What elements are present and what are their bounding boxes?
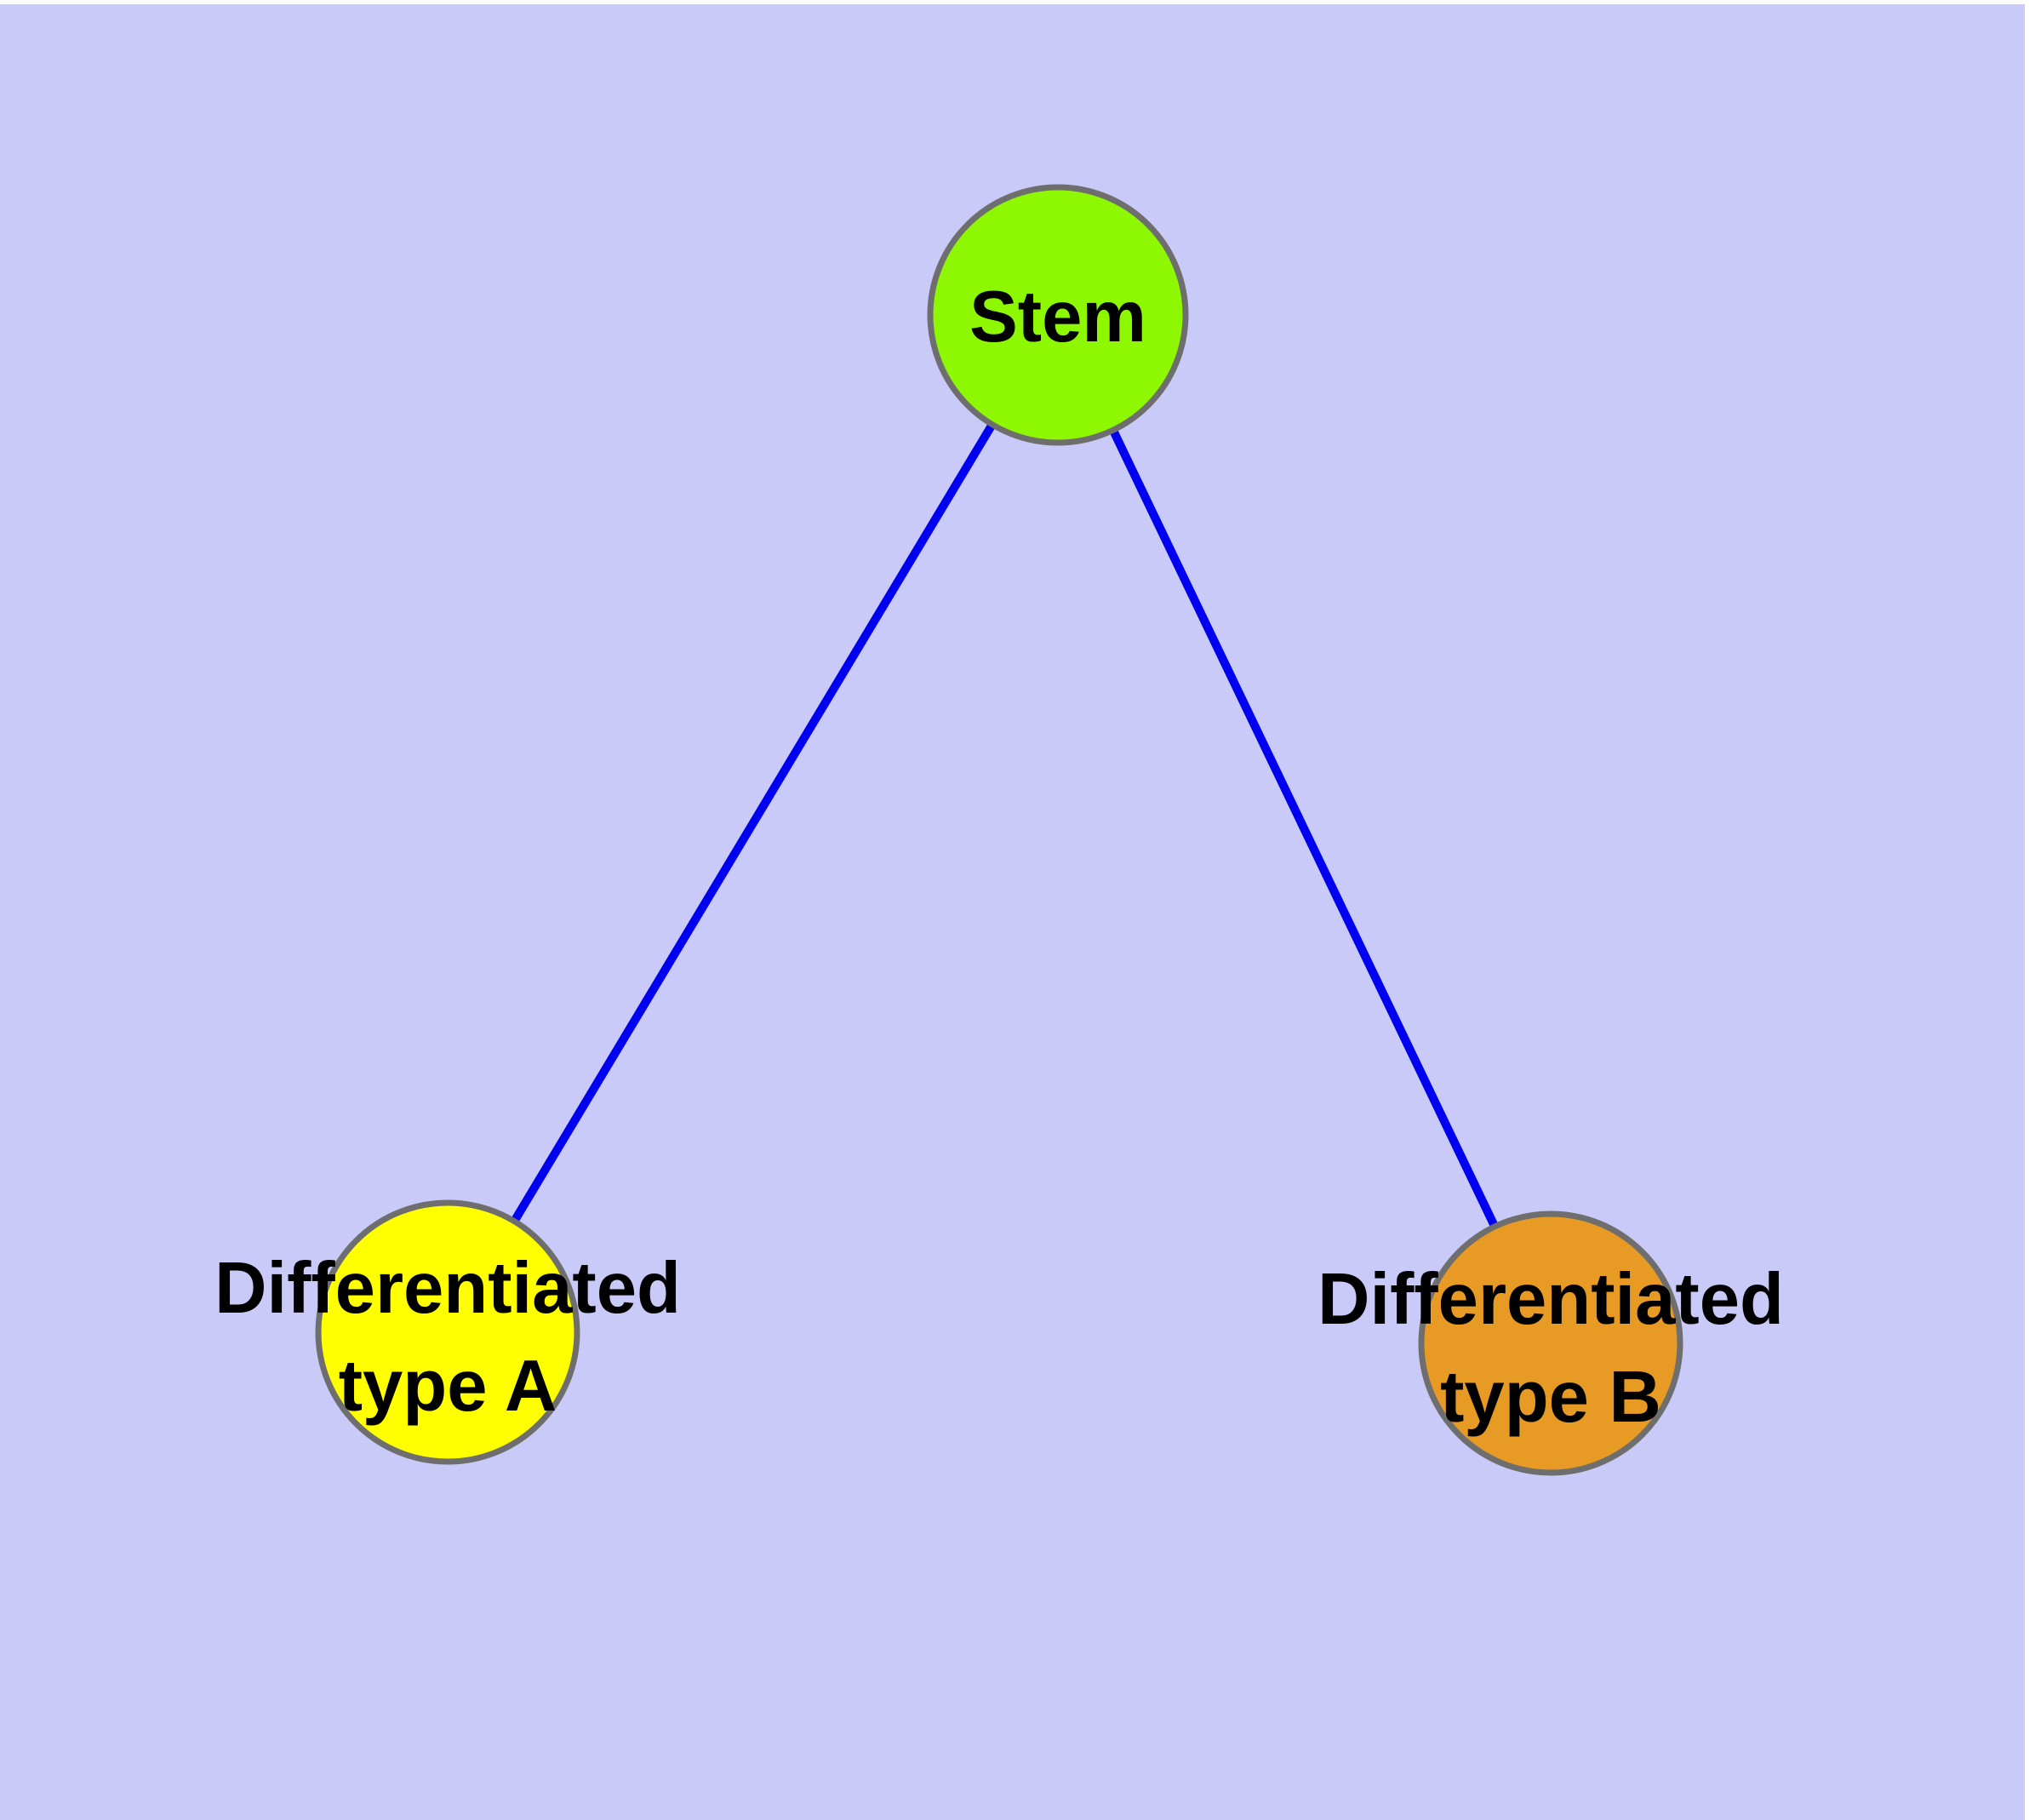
node-type-a-label-line2: type A (339, 1346, 557, 1427)
node-stem-label: Stem (969, 277, 1146, 358)
node-type-b-label-line1: Differentiated (1317, 1259, 1784, 1340)
node-differentiated-type-b (1418, 1210, 1683, 1476)
node-type-a-label-line1: Differentiated (214, 1248, 681, 1329)
edge-stem-to-type-b (1054, 312, 1555, 1346)
edge-stem-to-type-a (443, 312, 1062, 1335)
node-stem (927, 184, 1189, 446)
node-type-b-label-line2: type B (1440, 1357, 1661, 1438)
node-differentiated-type-a (315, 1199, 580, 1465)
